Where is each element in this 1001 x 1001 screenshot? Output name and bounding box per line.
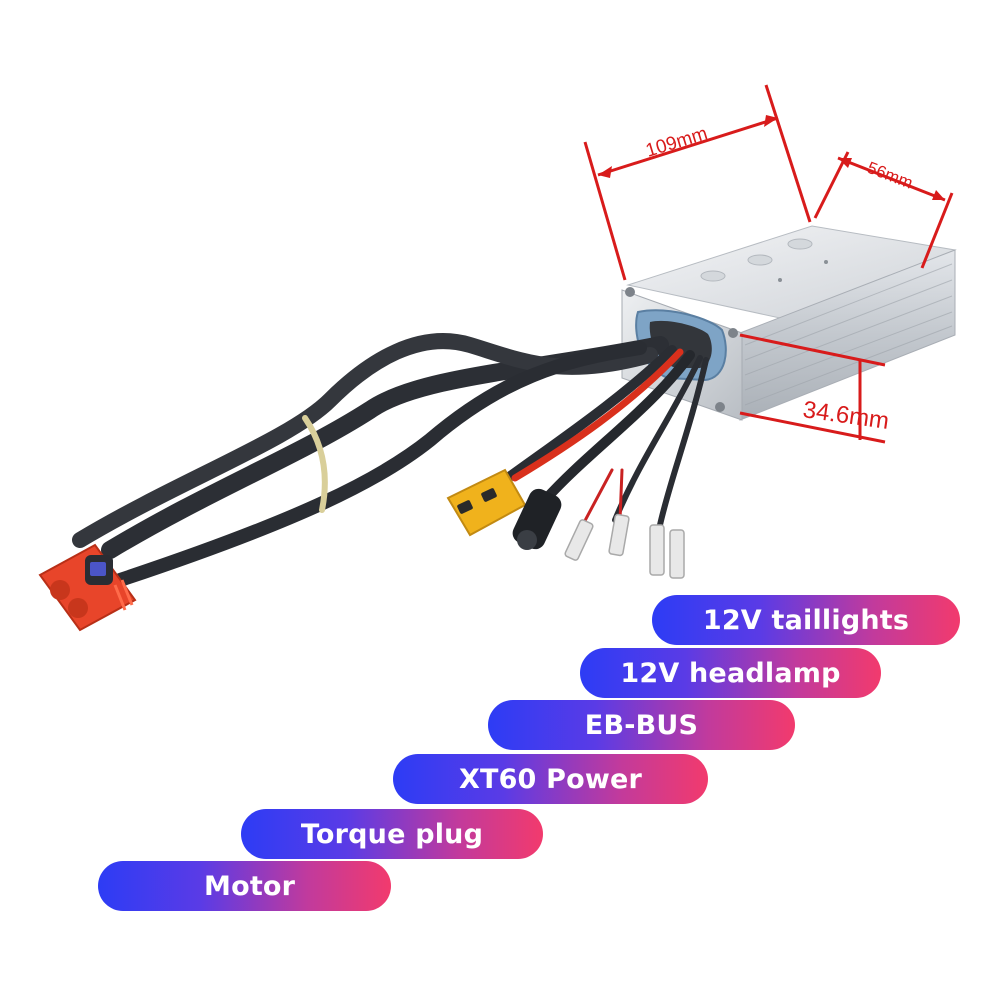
dimension-width: 56mm	[865, 158, 916, 193]
label-eb-bus: EB-BUS	[488, 700, 795, 750]
label-12v-taillights: 12V taillights	[652, 595, 960, 645]
label-motor: Motor	[98, 861, 391, 911]
label-torque-plug: Torque plug	[241, 809, 543, 859]
dimension-length: 109mm	[643, 123, 710, 162]
cable-bundle	[72, 333, 709, 587]
label-12v-headlamp: 12V headlamp	[580, 648, 881, 698]
label-xt60-power: XT60 Power	[393, 754, 708, 804]
controller-box	[621, 225, 957, 421]
dimension-arrowheads	[598, 115, 945, 200]
spade-terminals	[564, 513, 685, 579]
eb-bus-connector	[512, 488, 562, 550]
motor-connector	[38, 543, 137, 632]
dimension-lines	[583, 84, 954, 444]
